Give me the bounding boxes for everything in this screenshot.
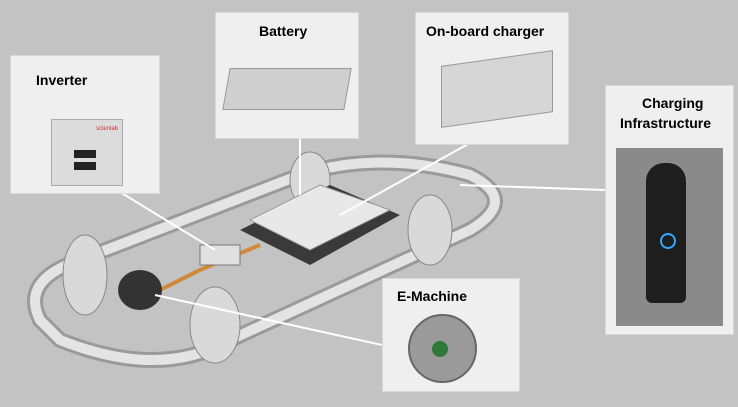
wheel-rear-right bbox=[407, 194, 453, 266]
inverter-image: sclenlab bbox=[51, 119, 123, 186]
charging-station-image bbox=[616, 148, 723, 326]
charger-image bbox=[441, 50, 553, 128]
charger-panel: On-board charger bbox=[415, 12, 569, 145]
wheel-front-right bbox=[189, 286, 241, 364]
charging-infrastructure-panel: Charging Infrastructure bbox=[605, 85, 734, 335]
battery-panel: Battery bbox=[215, 12, 359, 139]
charger-label: On-board charger bbox=[426, 23, 545, 39]
inverter-label: Inverter bbox=[36, 72, 88, 88]
connector-lines bbox=[119, 137, 606, 346]
inverter-brand: sclenlab bbox=[95, 126, 118, 132]
emachine-label: E-Machine bbox=[397, 288, 468, 304]
inverter-in-car bbox=[199, 244, 241, 266]
battery-image bbox=[222, 68, 352, 110]
charging-label-line2: Infrastructure bbox=[620, 115, 712, 131]
charging-label-line1: Charging bbox=[642, 95, 704, 111]
wheel-front-left bbox=[62, 234, 108, 316]
battery-label: Battery bbox=[259, 23, 308, 39]
emachine-panel: E-Machine bbox=[382, 278, 520, 392]
emachine-image bbox=[408, 314, 477, 383]
inverter-panel: Inverter sclenlab bbox=[10, 55, 160, 194]
emachine-in-car bbox=[118, 270, 162, 310]
